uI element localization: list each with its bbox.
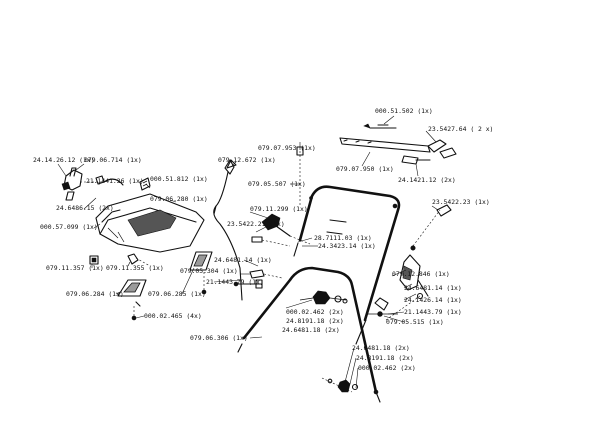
label-079-06-280: 079.06.280 (1x) <box>150 195 208 203</box>
label-000-51-812: 000.51.812 (1x) <box>150 175 208 183</box>
label-24-6481-14-b: 24.6481.14 (1x) <box>404 284 462 292</box>
label-23-5422-21: 23.5422.21 (1x) <box>227 220 285 228</box>
label-079-12-672: 079.12.672 (1x) <box>218 156 276 164</box>
label-23-5427-64: 23.5427.64 ( 2 x) <box>428 125 493 133</box>
label-079-05-507: 079.05.507 (1x) <box>248 180 306 188</box>
label-000-51-502: 000.51.502 (1x) <box>375 107 433 115</box>
label-23-5422-23: 23.5422.23 (1x) <box>432 198 490 206</box>
right-bolt-nut <box>368 297 398 317</box>
label-24-3423-14: 24.3423.14 (1x) <box>318 242 376 250</box>
leader-lines <box>57 115 439 389</box>
right-foot-pad <box>189 251 213 295</box>
label-24-1426-12: 24.14.26.12 (1x) <box>33 156 95 164</box>
throttle-lever-housing <box>61 167 124 201</box>
handle-knob-assembly <box>299 290 348 305</box>
label-079-05-304: 079.05.304 (1x) <box>180 267 238 275</box>
label-24-6486-15: 24.6486.15 (2x) <box>56 204 114 212</box>
label-079-06-284: 079.06.284 (1x) <box>66 290 124 298</box>
control-cover-housing <box>95 177 205 253</box>
label-24-1421-12: 24.1421.12 (2x) <box>398 176 456 184</box>
label-079-12-846: 079.12.846 (1x) <box>392 270 450 278</box>
label-079-06-714: 079.06.714 (1x) <box>84 156 142 164</box>
cable-tensioner <box>261 213 311 245</box>
label-000-02-465: 000.02.465 (4x) <box>144 312 202 320</box>
right-lever-bracket <box>385 204 452 321</box>
label-24-6481-14-a: 24.6481.14 (1x) <box>214 256 272 264</box>
bottom-right-nuts <box>321 377 359 393</box>
label-24-1426-14: 24.1426.14 (1x) <box>404 296 462 304</box>
left-handle-bolts <box>233 236 291 289</box>
label-24-6481-18-b: 24.6481.18 (2x) <box>352 344 410 352</box>
label-24-8191-18-b: 24.8191.18 (2x) <box>356 354 414 362</box>
label-21-1443-79-b: 21.1443.79 (1x) <box>404 308 462 316</box>
left-foot-pad <box>117 279 147 321</box>
left-small-parts <box>89 253 151 267</box>
label-28-7111-03: 28.7111.03 (1x) <box>314 234 372 242</box>
label-21-1441-26: 21.1441.26 (1x) <box>86 177 144 185</box>
control-cable <box>213 159 243 301</box>
label-079-11-299: 079.11.299 (1x) <box>250 205 308 213</box>
label-079-11-357: 079.11.357 (1x) <box>46 264 104 272</box>
label-000-57-099: 000.57.099 (1x) <box>40 223 98 231</box>
lower-handle-bar <box>237 266 381 403</box>
label-000-02-462-b: 000.02.462 (2x) <box>358 364 416 372</box>
label-079-06-306: 079.06.306 (1x) <box>190 334 248 342</box>
label-000-02-462-a: 000.02.462 (2x) <box>286 308 344 316</box>
label-21-1443-79-a: 21.1443.79 (1x) <box>206 278 264 286</box>
label-079-06-285: 079.06.285 (1x) <box>148 290 206 298</box>
label-079-07-953: 079.07.953 (1x) <box>258 144 316 152</box>
label-079-05-515: 079.05.515 (1x) <box>386 318 444 326</box>
label-079-07-950: 079.07.950 (1x) <box>336 165 394 173</box>
label-079-11-355: 079.11.355 (1x) <box>106 264 164 272</box>
part-number-labels: 000.51.502 (1x) 23.5427.64 ( 2 x) 079.07… <box>33 107 493 372</box>
label-24-6481-18-a: 24.6481.18 (2x) <box>282 326 340 334</box>
brake-lever-clip <box>224 146 304 205</box>
upper-handle-bar <box>293 185 401 345</box>
label-24-8191-18-a: 24.8191.18 (2x) <box>286 317 344 325</box>
